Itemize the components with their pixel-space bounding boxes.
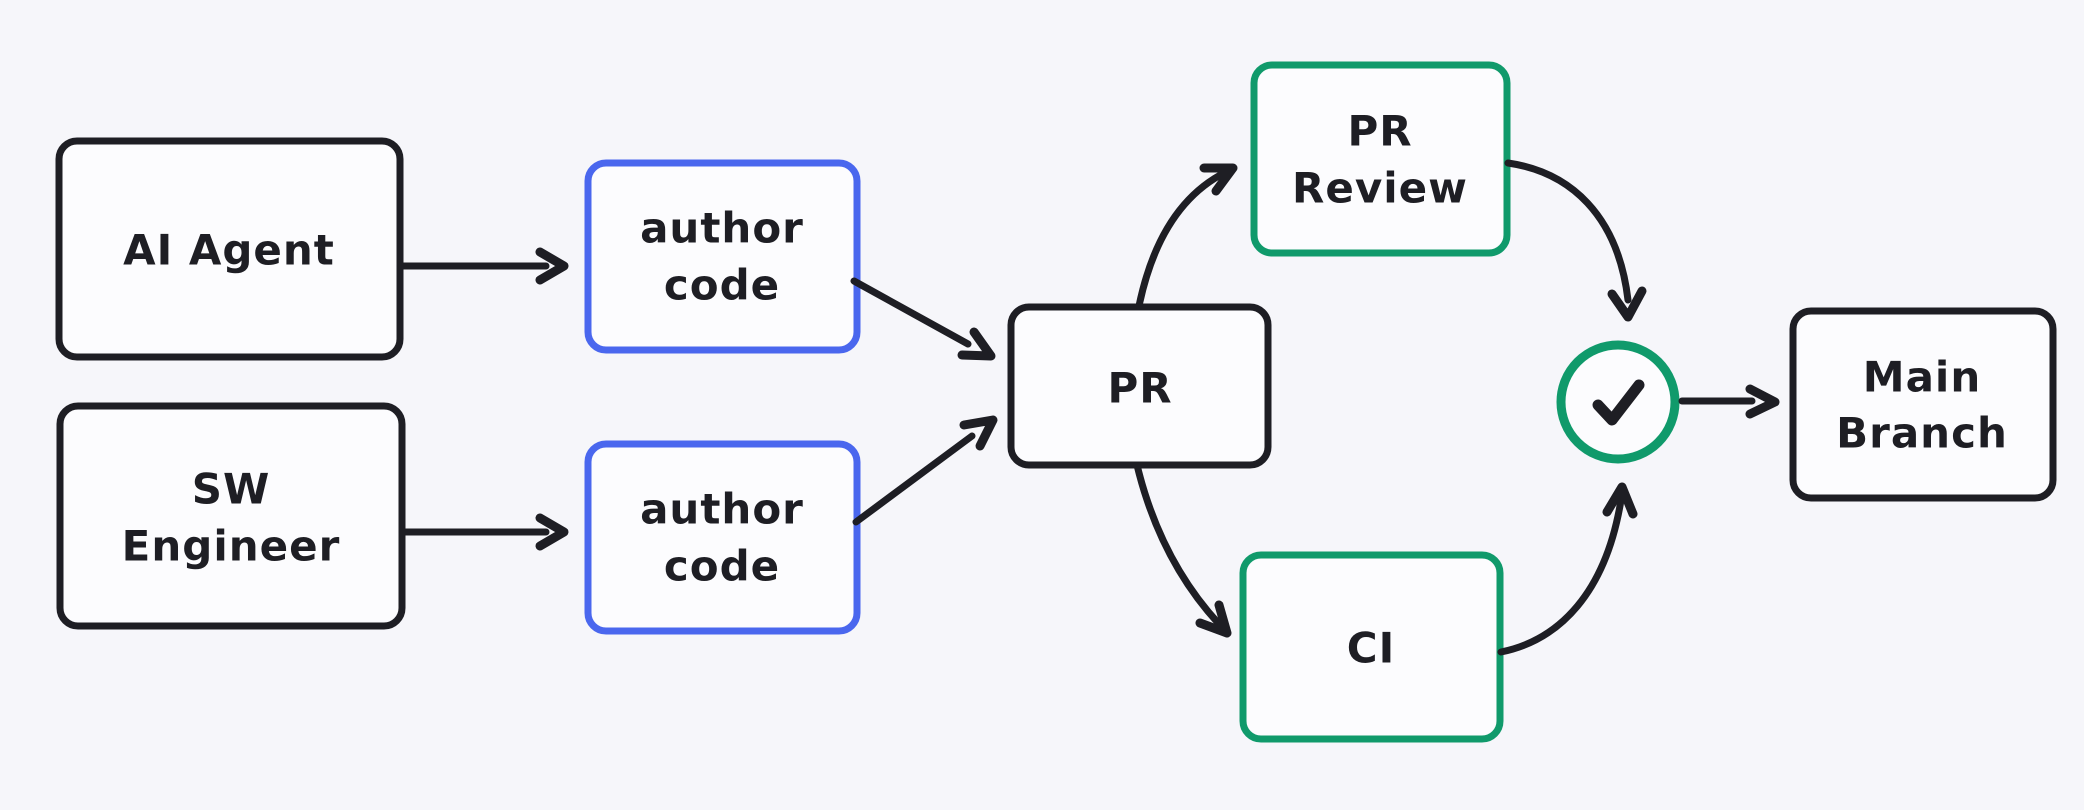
arrow-head: [1199, 163, 1238, 196]
author-code-top-box: [584, 159, 861, 354]
arrow-sw-engineer-to-author-code: [398, 513, 569, 551]
pr-review-label-line-2: Review: [1292, 164, 1468, 213]
arrow-author-code-top-to-pr: [850, 277, 996, 361]
arrow-shaft: [852, 432, 976, 526]
pr-label: PR: [1107, 364, 1172, 413]
sw-engineer-box: [56, 402, 406, 630]
arrow-approved-to-main-branch: [1678, 384, 1780, 419]
main-branch-label-line-1: Main: [1863, 353, 1981, 402]
arrow-shaft: [850, 277, 972, 348]
node-ci: CI: [1239, 551, 1504, 743]
arrow-head: [535, 247, 569, 285]
sw-engineer-label-line-2: Engineer: [122, 522, 341, 571]
arrow-shaft: [1133, 461, 1223, 628]
author-code-bottom-label-line-1: author: [640, 485, 804, 534]
node-author-code-bottom: author code: [584, 440, 861, 635]
node-author-code-top: author code: [584, 159, 861, 354]
arrow-head: [1195, 600, 1232, 638]
author-code-top-label-line-2: code: [664, 261, 780, 310]
arrow-head: [957, 327, 996, 361]
arrow-ci-to-approved: [1497, 482, 1638, 656]
node-pr: PR: [1007, 303, 1272, 469]
ci-box: [1239, 551, 1504, 743]
arrow-head: [535, 513, 569, 551]
pr-review-label-line-1: PR: [1347, 107, 1412, 156]
arrow-shaft: [1135, 168, 1230, 310]
ai-agent-box: [55, 137, 404, 361]
node-sw-engineer: SW Engineer: [56, 402, 406, 630]
approved-circle: [1556, 340, 1680, 464]
arrow-shaft: [1497, 496, 1625, 656]
author-code-bottom-box: [584, 440, 861, 635]
arrow-shaft: [1504, 159, 1632, 304]
author-code-top-label-line-1: author: [640, 204, 804, 253]
pr-review-box: [1250, 61, 1511, 257]
arrow-pr-review-to-approved: [1504, 159, 1647, 322]
main-branch-label-line-2: Branch: [1836, 409, 2008, 458]
check-icon: [1592, 379, 1645, 426]
arrow-head: [1745, 384, 1780, 419]
arrow-pr-to-ci: [1133, 461, 1232, 638]
author-code-bottom-label-line-2: code: [664, 542, 780, 591]
ci-label: CI: [1347, 624, 1395, 673]
arrow-head: [959, 415, 998, 451]
arrow-head: [1602, 482, 1638, 519]
node-main-branch: Main Branch: [1789, 307, 2057, 502]
arrow-ai-agent-to-author-code: [396, 247, 569, 285]
node-approved: [1556, 340, 1680, 464]
arrow-pr-to-pr-review: [1135, 163, 1238, 310]
node-pr-review: PR Review: [1250, 61, 1511, 257]
main-branch-box: [1789, 307, 2057, 502]
node-ai-agent: AI Agent: [55, 137, 404, 361]
arrow-head: [1607, 286, 1647, 322]
ai-agent-label: AI Agent: [123, 226, 335, 275]
arrow-author-code-bottom-to-pr: [852, 415, 998, 526]
sw-engineer-label-line-1: SW: [192, 465, 271, 514]
